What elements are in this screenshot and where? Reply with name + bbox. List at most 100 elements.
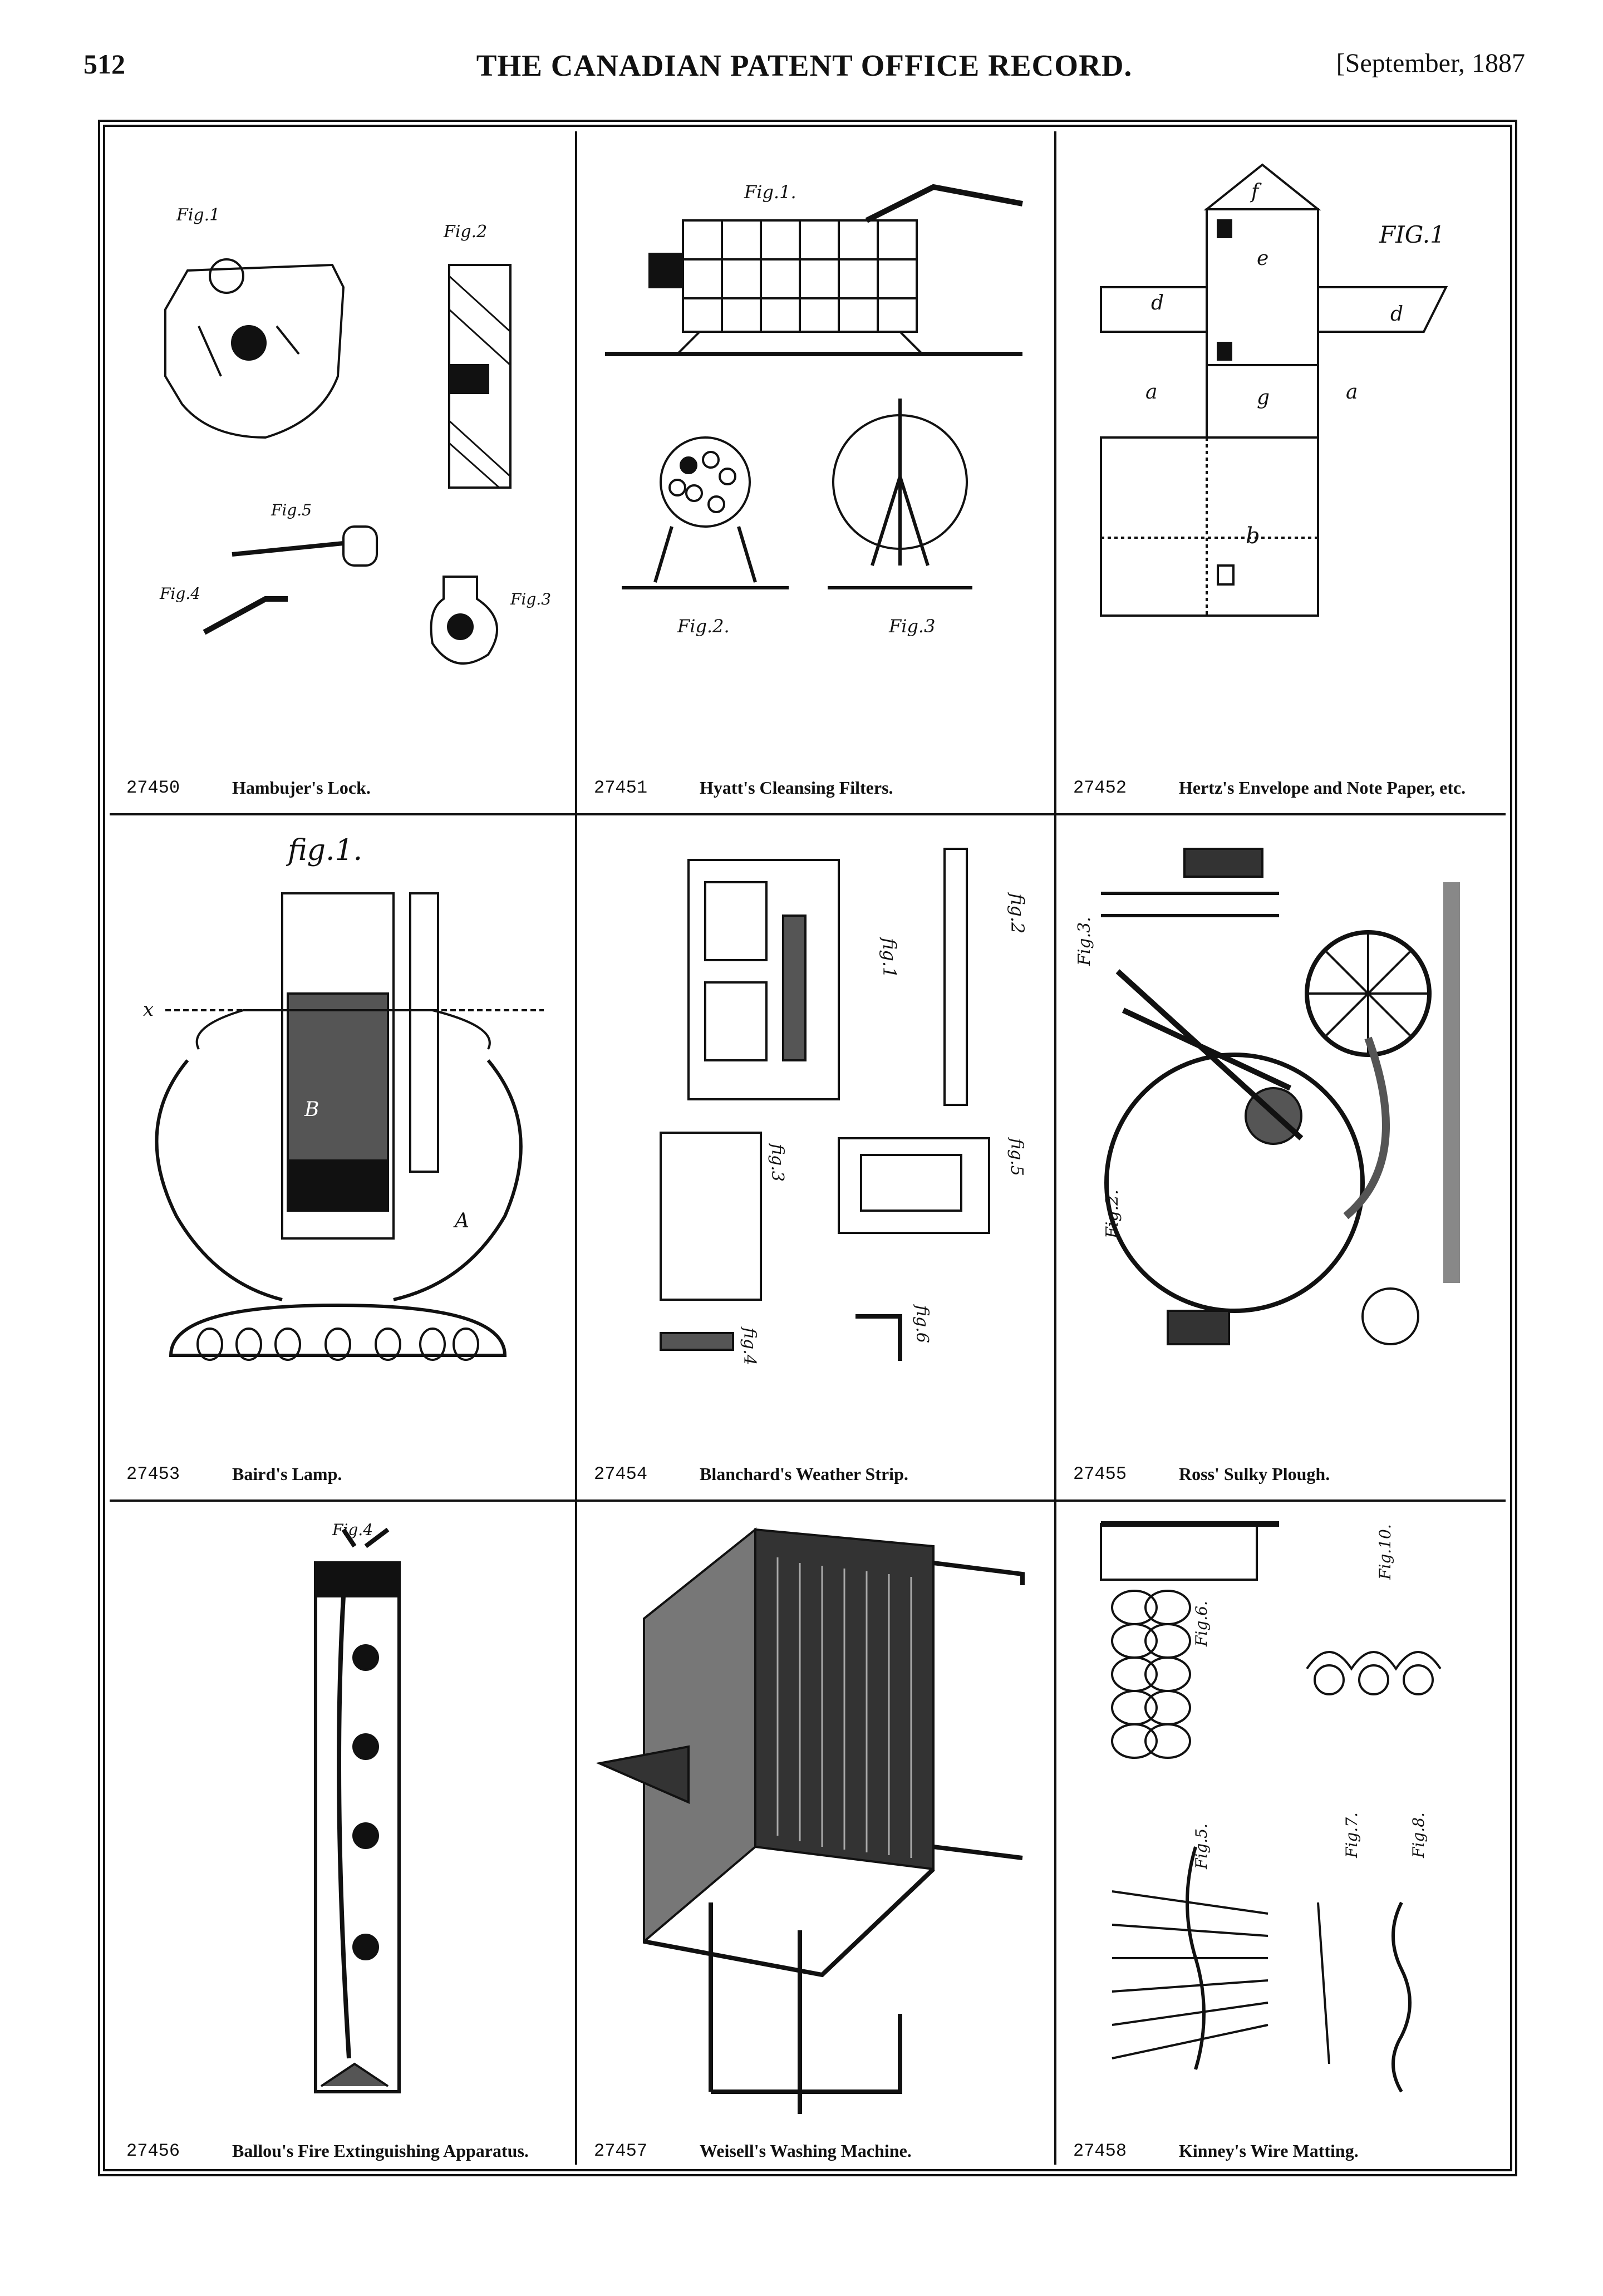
fig-label: fig.5 xyxy=(1007,1137,1026,1176)
letter: b xyxy=(1246,523,1260,549)
strip-fig3 xyxy=(660,1132,762,1301)
lock-wheel xyxy=(209,258,244,294)
fig-label: Fig.6. xyxy=(1192,1601,1211,1647)
letter: d xyxy=(1151,292,1164,314)
patent-caption: 27457 Weisell's Washing Machine. xyxy=(594,2136,1043,2164)
patent-title: Kinney's Wire Matting. xyxy=(1179,2141,1359,2161)
ballou-drawing: Fig.4 xyxy=(314,1521,401,2093)
patent-number: 27455 xyxy=(1073,1464,1127,1484)
machine-slats xyxy=(776,1557,912,1858)
filter-drawing: Fig.1. Fig.2. Fig.3 xyxy=(605,181,1023,637)
door-panel xyxy=(704,981,768,1061)
plough-fig3-frame xyxy=(1101,892,1279,917)
envelope-drawing: f e d d a g a b FIG.1 xyxy=(1100,163,1448,617)
matting-fig5-spiral xyxy=(1186,1846,1206,2070)
patent-cell-27457: 27457 Weisell's Washing Machine. xyxy=(577,1502,1054,2176)
patent-caption: 27450 Hambujer's Lock. xyxy=(126,773,564,801)
patent-cell-27454: fig.1 fig.2 fig.3 fig.5 fig.4 fig.6 2745… xyxy=(577,815,1054,1499)
machine-crank xyxy=(596,1745,690,1805)
lock-parts xyxy=(198,325,300,377)
grid-divider xyxy=(110,813,1506,815)
matting-fig5-wires xyxy=(1112,1890,1268,2059)
patent-title: Baird's Lamp. xyxy=(232,1464,342,1484)
lock-keyhole xyxy=(231,325,267,361)
fig-label: Fig.5. xyxy=(1192,1823,1211,1870)
plough-fig3-barrel xyxy=(1183,848,1263,878)
lock-fig3-part xyxy=(430,576,498,665)
patent-cell-27453: fig.1. x B A 27453 Baird's Lamp. xyxy=(110,815,575,1499)
fig-label: Fig.1. xyxy=(744,181,796,203)
patent-title: Weisell's Washing Machine. xyxy=(700,2141,912,2161)
patent-caption: 27451 Hyatt's Cleansing Filters. xyxy=(594,773,1043,801)
patent-grid: Fig.1 Fig.2 Fig.5 Fig.4 Fig.3 27450 xyxy=(110,131,1506,2165)
lamp-body xyxy=(155,1059,523,1301)
wheel-spokes xyxy=(1307,932,1429,1055)
patent-caption: 27456 Ballou's Fire Extinguishing Appara… xyxy=(126,2136,564,2164)
letter: g xyxy=(1257,386,1270,409)
lamp-drawing: fig.1. x B A xyxy=(143,834,544,1361)
envelope-flap xyxy=(1203,163,1321,210)
door-frame xyxy=(687,859,840,1100)
letter: A xyxy=(453,1210,469,1232)
strip-fig4 xyxy=(660,1332,734,1351)
letter: a xyxy=(1145,381,1157,404)
lamp-base xyxy=(169,1303,507,1357)
fig-label: Fig.4 xyxy=(332,1521,373,1539)
fig-label: Fig.3. xyxy=(1075,917,1094,966)
letter: a xyxy=(1346,381,1358,404)
patent-title: Blanchard's Weather Strip. xyxy=(700,1464,908,1484)
fig-label: Fig.8. xyxy=(1409,1812,1428,1859)
fig-label: fig.1 xyxy=(879,937,900,978)
matting-fig10 xyxy=(1306,1651,1442,1671)
patent-number: 27450 xyxy=(126,778,180,798)
letter: B xyxy=(304,1098,319,1121)
lock-bolt xyxy=(448,364,489,394)
fig-label: fig.1. xyxy=(286,834,362,867)
patent-cell-27451: Fig.1. Fig.2. Fig.3 27451 Hyatt's Cleans… xyxy=(577,131,1054,813)
lock-section xyxy=(448,264,512,489)
lamp-rod xyxy=(409,892,439,1173)
fig-label: Fig.3 xyxy=(888,616,935,637)
plough-wheel-small xyxy=(1361,1287,1419,1345)
fig-label: Fig.3 xyxy=(510,590,551,608)
filter-legs xyxy=(676,331,923,355)
page-header: 512 THE CANADIAN PATENT OFFICE RECORD. [… xyxy=(83,48,1525,92)
patent-cell-27456: Fig.4 27456 Ballou's Fire Extinguishing … xyxy=(110,1502,575,2176)
letter: d xyxy=(1390,303,1403,326)
hatching xyxy=(448,275,512,489)
envelope-side-flaps xyxy=(1100,286,1448,333)
plough-share xyxy=(1343,1036,1390,1220)
extinguisher-cap xyxy=(314,1562,400,1597)
lamp-collar xyxy=(287,1159,389,1212)
page-number: 512 xyxy=(83,48,125,80)
machine-base xyxy=(643,1867,935,1978)
patent-number: 27458 xyxy=(1073,2141,1127,2161)
letter: f xyxy=(1250,180,1262,203)
strip-fig6 xyxy=(855,1314,902,1361)
fig-label: Fig.2. xyxy=(677,616,730,637)
patent-title: Ross' Sulky Plough. xyxy=(1179,1464,1330,1484)
wire-matting-drawing: Fig.6. Fig.10. Fig.5. Fig.7. Fig.8. xyxy=(1100,1521,1442,2093)
fig-label: Fig.7. xyxy=(1343,1812,1361,1859)
patent-caption: 27458 Kinney's Wire Matting. xyxy=(1073,2136,1513,2164)
grid-divider xyxy=(110,1499,1506,1502)
patent-number: 27453 xyxy=(126,1464,180,1484)
strip-section xyxy=(943,848,968,1106)
strip-fig5 xyxy=(838,1137,990,1234)
lock-lever xyxy=(203,596,288,635)
extinguisher-handle xyxy=(341,1527,390,1548)
matting-fig7 xyxy=(1317,1902,1330,2064)
lock-drawing: Fig.1 Fig.2 Fig.5 Fig.4 Fig.3 xyxy=(159,205,551,665)
plough-large-wheel xyxy=(1104,1053,1365,1313)
filter-wheel-stand xyxy=(828,399,972,589)
filter-plates xyxy=(683,220,917,332)
filter-stand xyxy=(622,526,789,589)
envelope-panel-b xyxy=(1100,436,1319,617)
patent-cell-27450: Fig.1 Fig.2 Fig.5 Fig.4 Fig.3 27450 xyxy=(110,131,575,813)
patent-cell-27452: f e d d a g a b FIG.1 27452 Hertz's Enve… xyxy=(1056,131,1524,813)
patent-cell-27455: Fig.3. Fig.2. 27455 Ross' Sulky Plough. xyxy=(1056,815,1524,1499)
machine-legs xyxy=(933,1561,1025,1860)
fold-lines xyxy=(1101,437,1318,616)
fig-label: fig.3 xyxy=(768,1143,787,1182)
patent-caption: 27454 Blanchard's Weather Strip. xyxy=(594,1459,1043,1487)
